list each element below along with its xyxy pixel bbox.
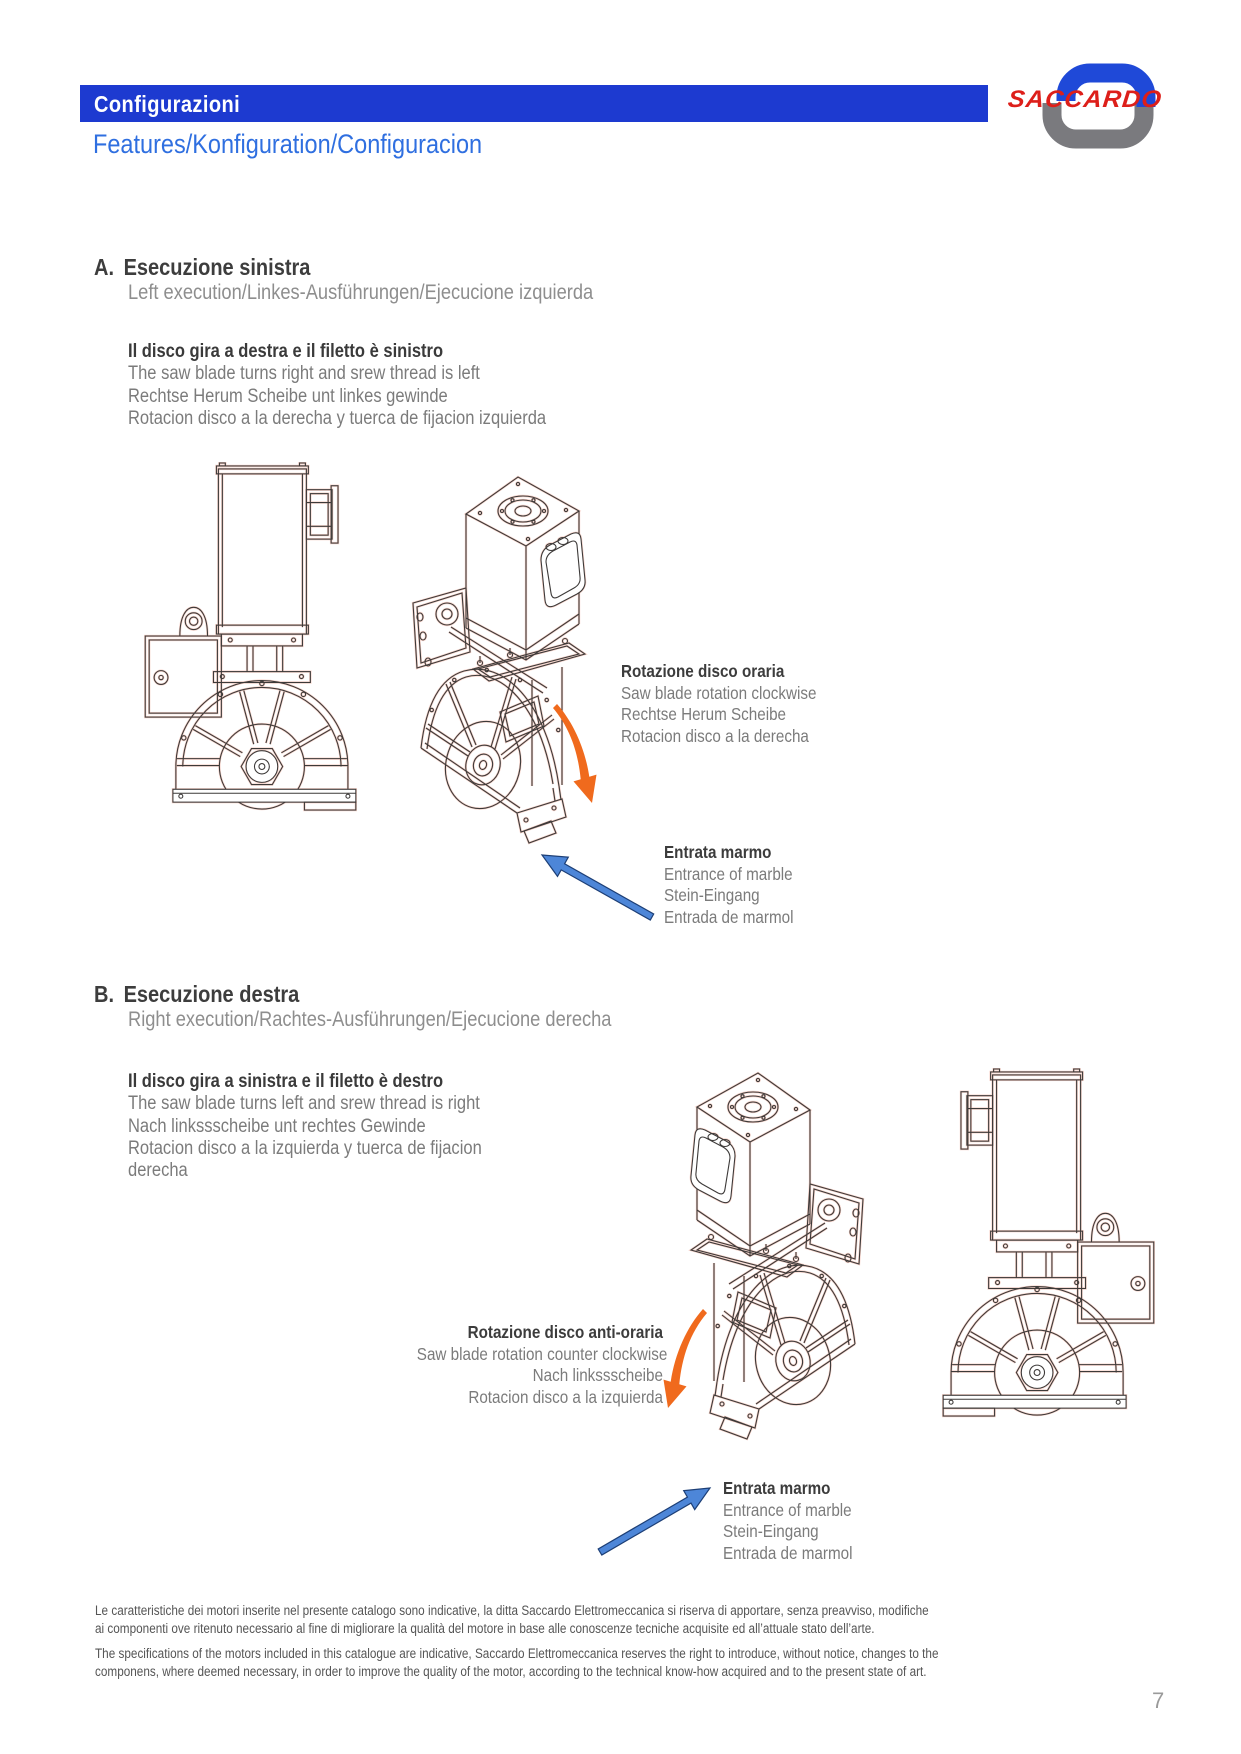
section-a-letter: A. [94, 254, 115, 280]
section-b-letter: B. [94, 981, 115, 1007]
rotation-label-a-line: Rechtse Herum Scheibe [621, 704, 787, 725]
rotation-arrow-a [553, 704, 597, 803]
saccardo-logo-mark [1042, 63, 1156, 149]
section-b-subtitle: Right execution/Rachtes-Ausführungen/Eje… [128, 1008, 612, 1031]
footer-line-it: Le caratteristiche dei motori inserite n… [95, 1603, 929, 1618]
rotation-label-b-bold: Rotazione disco anti-oraria [467, 1322, 663, 1342]
footer-line-it: ai componenti ove ritenuto necessario al… [95, 1621, 875, 1636]
motor-front-view-drawing-a [144, 462, 358, 812]
section-b-desc-line: derecha [128, 1160, 188, 1182]
rotation-label-a-line: Saw blade rotation clockwise [621, 682, 817, 703]
saccardo-logo: SACCARDO [1006, 55, 1164, 152]
section-a-desc-line: The saw blade turns right and srew threa… [128, 363, 480, 385]
section-b-title: Esecuzione destra [123, 981, 300, 1007]
section-a-heading: A. Esecuzione sinistra [94, 254, 310, 281]
rotation-label-b-line: Rotacion disco a la izquierda [468, 1386, 663, 1407]
rotation-label-b: Rotazione disco anti-oraria Saw blade ro… [416, 1322, 668, 1408]
section-a-desc-bold: Il disco gira a destra e il filetto è si… [128, 341, 444, 362]
page-number: 7 [1152, 1688, 1165, 1713]
entrance-label-b-line: Entrance of marble [723, 1499, 852, 1520]
entrance-label-a-line: Stein-Eingang [664, 885, 760, 906]
rotation-label-a-bold: Rotazione disco oraria [621, 661, 785, 681]
header-title: Configurazioni [94, 91, 241, 117]
entrance-label-a-line: Entrada de marmol [664, 906, 794, 927]
marble-entrance-arrow-a [540, 854, 655, 921]
entrance-label-b: Entrata marmo Entrance of marble Stein-E… [723, 1478, 852, 1564]
header-subtitle: Features/Konfiguration/Configuracion [93, 129, 483, 159]
logo-text: SACCARDO [1006, 86, 1164, 113]
section-b-desc-line: The saw blade turns left and srew thread… [128, 1093, 480, 1115]
entrance-label-a-bold: Entrata marmo [664, 842, 772, 862]
entrance-label-b-line: Stein-Eingang [723, 1521, 819, 1542]
logo-blue-shape [1056, 63, 1156, 107]
section-a-title: Esecuzione sinistra [123, 254, 311, 280]
entrance-label-a: Entrata marmo Entrance of marble Stein-E… [664, 842, 793, 928]
footer-line-en: The specifications of the motors include… [95, 1646, 939, 1661]
logo-gray-shape [1042, 103, 1154, 149]
entrance-label-b-line: Entrada de marmol [723, 1542, 853, 1563]
footer-disclaimer: Le caratteristiche dei motori inserite n… [95, 1602, 938, 1681]
section-b-description: Il disco gira a sinistra e il filetto è … [128, 1071, 482, 1182]
section-b-heading: B. Esecuzione destra [94, 981, 299, 1008]
section-a-subtitle: Left execution/Linkes-Ausführungen/Ejecu… [128, 281, 594, 304]
footer-line-en: componens, where deemed necessary, in or… [95, 1664, 927, 1679]
section-a-desc-line: Rotacion disco a la derecha y tuerca de … [128, 407, 547, 429]
entrance-label-b-bold: Entrata marmo [723, 1478, 831, 1498]
section-a-desc-line: Rechtse Herum Scheibe unt linkes gewinde [128, 385, 448, 407]
motor-front-view-drawing-b [941, 1068, 1155, 1418]
section-a-description: Il disco gira a destra e il filetto è si… [128, 341, 546, 430]
header-bar: Configurazioni [80, 85, 988, 122]
section-b-desc-line: Rotacion disco a la izquierda y tuerca d… [128, 1137, 482, 1159]
rotation-label-b-line: Nach linkssscheibe [532, 1365, 663, 1386]
section-b-desc-line: Nach linkssscheibe unt rechtes Gewinde [128, 1115, 426, 1137]
section-b-desc-bold: Il disco gira a sinistra e il filetto è … [128, 1071, 444, 1092]
rotation-label-b-line: Saw blade rotation counter clockwise [416, 1343, 668, 1364]
rotation-label-a: Rotazione disco oraria Saw blade rotatio… [621, 661, 816, 747]
entrance-label-a-line: Entrance of marble [664, 863, 793, 884]
marble-entrance-arrow-b [597, 1487, 712, 1556]
rotation-label-a-line: Rotacion disco a la derecha [621, 725, 809, 746]
